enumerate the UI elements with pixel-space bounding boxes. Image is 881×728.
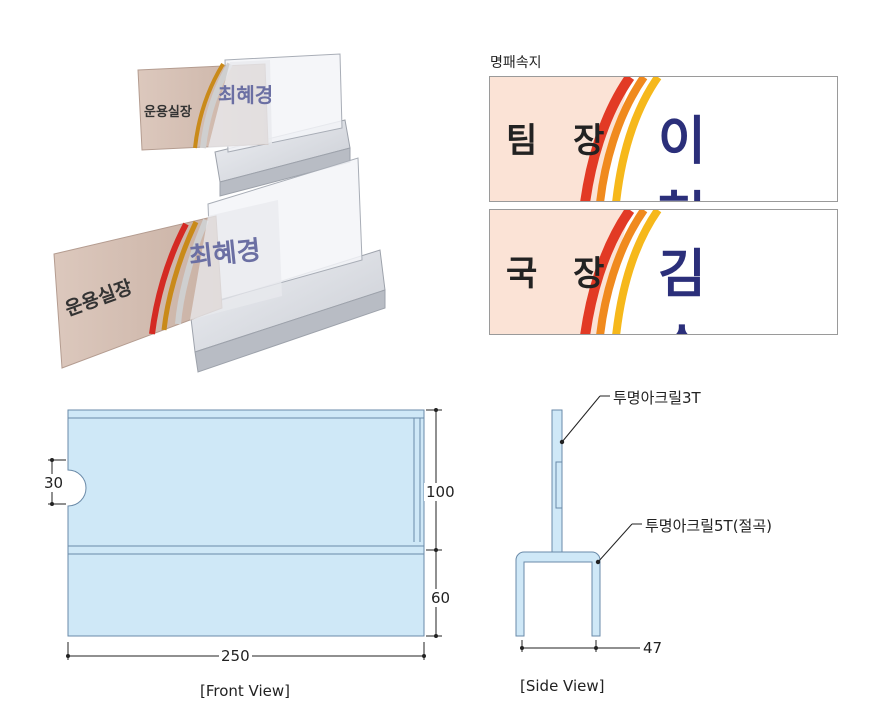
dim-depth: 47 <box>641 639 665 657</box>
front-view-drawing <box>48 408 442 660</box>
dim-notch: 30 <box>42 474 66 492</box>
nameplate-label: 명패속지 <box>490 55 542 71</box>
large-stand: 운용실장 최혜경 <box>53 157 386 373</box>
dim-lower-height: 60 <box>429 589 453 607</box>
nameplate-1-name: 이 현 진 <box>658 111 728 201</box>
nameplate-2: 국 장 김 수 남 <box>489 209 838 335</box>
nameplate-2-rank: 국 장 <box>506 254 617 294</box>
nameplate-1-rank: 팀 장 <box>506 121 617 161</box>
side-view-caption: [Side View] <box>520 677 605 695</box>
nameplate-2-name: 김 수 남 <box>658 244 728 334</box>
nameplate-2-background <box>490 210 662 334</box>
small-stand: 운용실장 최혜경 <box>137 53 351 197</box>
dim-width: 250 <box>219 647 252 665</box>
callout-acrylic-3t: 투명아크릴3T <box>613 389 701 407</box>
front-view-caption: [Front View] <box>200 682 291 700</box>
large-card-name: 최혜경 <box>188 236 263 273</box>
dim-upper-height: 100 <box>424 483 457 501</box>
product-illustration: 운용실장 최혜경 운용실장 최혜경 <box>53 53 386 373</box>
callout-acrylic-5t: 투명아크릴5T(절곡) <box>645 517 773 535</box>
small-card-rank: 운용실장 <box>144 104 192 120</box>
side-view-drawing <box>515 395 642 652</box>
nameplate-1-background <box>490 77 662 201</box>
small-card-name: 최혜경 <box>218 83 273 107</box>
nameplate-1: 팀 장 이 현 진 <box>489 76 838 202</box>
